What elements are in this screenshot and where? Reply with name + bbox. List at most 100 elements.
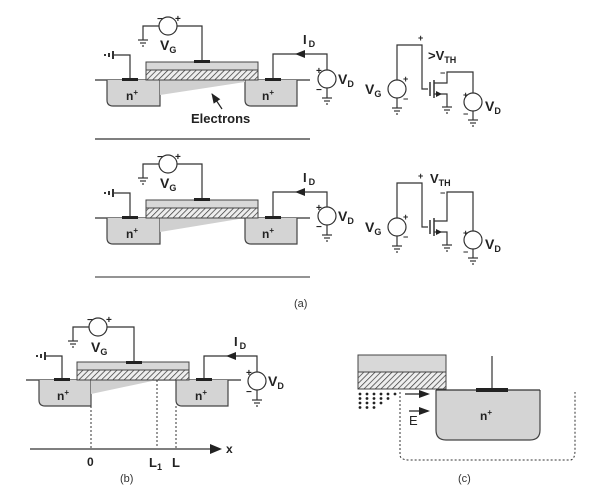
vgs-minus: − — [440, 188, 445, 198]
x-axis-label: x — [226, 442, 233, 456]
electrons-label: Electrons — [191, 111, 250, 126]
electron-dot — [365, 397, 369, 400]
vd-plus: + — [463, 228, 468, 238]
ground-icon — [138, 177, 148, 185]
electron-dot — [365, 401, 369, 405]
depletion-boundary — [399, 392, 576, 461]
vth-label: >VTH — [428, 48, 456, 65]
source-well — [106, 218, 161, 245]
vd-plus: + — [246, 368, 252, 379]
drain-well — [435, 390, 541, 441]
pinch-off-detail-c: n+ E — [357, 354, 576, 461]
tick-0: 0 — [87, 455, 94, 469]
vg-minus: − — [157, 14, 163, 25]
vd-minus: − — [463, 247, 468, 257]
vd-minus: − — [463, 109, 468, 119]
ground-icon — [252, 399, 262, 407]
x-axis-arrow-icon — [210, 444, 222, 454]
ground-icon — [322, 234, 332, 242]
ground-icon — [442, 244, 452, 252]
drain-well — [244, 218, 298, 245]
electron-dot — [386, 397, 390, 400]
vg-ground-wire — [142, 25, 159, 40]
electron-dot — [372, 397, 376, 400]
vth-label: VTH — [430, 171, 451, 188]
vg-minus: − — [87, 315, 93, 326]
drain-contact — [265, 216, 281, 219]
source-contact — [54, 378, 70, 381]
vd-minus: − — [246, 387, 252, 398]
caption-a: (a) — [294, 298, 307, 310]
drain-contact — [476, 388, 508, 392]
gate-contact — [194, 198, 210, 201]
ground-icon — [322, 97, 332, 105]
source-well — [38, 380, 92, 407]
gate-contact — [126, 361, 142, 364]
gate-contact — [194, 60, 210, 63]
electron-dot — [358, 401, 362, 405]
gate-poly — [145, 61, 259, 71]
caption-b: (b) — [120, 473, 133, 485]
ground-icon — [392, 245, 402, 253]
electron-dot — [372, 392, 376, 396]
channel-pinched — [160, 218, 245, 232]
gate-poly — [145, 199, 259, 209]
channel-inversion-layer — [160, 80, 245, 95]
source-label: n+ — [126, 226, 138, 241]
electron-dot — [386, 392, 390, 396]
vd-label: VD — [485, 98, 501, 116]
vg-label: VG — [160, 37, 176, 55]
gate-oxide — [145, 207, 259, 219]
drain-well — [175, 380, 229, 407]
gate-oxide — [357, 371, 447, 390]
drain-label: n+ — [480, 408, 492, 423]
vg-label: VG — [160, 175, 176, 193]
schematic-top: VG + − + >VTH − + − VD — [365, 33, 501, 127]
channel-pinched — [91, 380, 157, 394]
electron-dot — [379, 392, 383, 396]
ground-icon — [468, 119, 478, 127]
source-label: n+ — [57, 388, 69, 403]
gate-oxide — [145, 69, 259, 81]
electron-dot — [372, 406, 376, 409]
electron-dot — [379, 397, 383, 400]
drain-label: n+ — [262, 88, 274, 103]
source-well — [106, 80, 161, 107]
drain-contact — [265, 78, 281, 81]
vd-plus: + — [316, 203, 322, 214]
gate-oxide — [76, 369, 190, 381]
electron-dot — [379, 401, 383, 405]
schematic-bottom: VG + − + VTH − + − VD — [365, 171, 501, 265]
electron-dot — [372, 401, 376, 405]
vd-minus: − — [316, 222, 322, 233]
tick-l: L — [172, 455, 180, 470]
vd-minus: − — [316, 85, 322, 96]
source-contact — [122, 216, 138, 219]
vg-plus: + — [403, 212, 408, 222]
vd-plus: + — [316, 66, 322, 77]
ground-icon — [442, 106, 452, 114]
electron-dot — [393, 392, 397, 396]
vg-minus: − — [157, 152, 163, 163]
ground-icon — [468, 257, 478, 265]
drain-label: n+ — [262, 226, 274, 241]
drain-contact — [196, 378, 212, 381]
vgs-minus: − — [440, 68, 445, 78]
id-arrow-icon — [295, 50, 305, 58]
vd-label: VD — [268, 373, 284, 391]
vgs-plus: + — [418, 33, 423, 43]
vg-plus: + — [175, 14, 181, 25]
vg-label: VG — [365, 219, 381, 237]
vg-plus: + — [175, 152, 181, 163]
drain-well — [244, 80, 298, 107]
source-contact — [122, 78, 138, 81]
source-label: n+ — [126, 88, 138, 103]
ground-icon — [138, 39, 148, 47]
